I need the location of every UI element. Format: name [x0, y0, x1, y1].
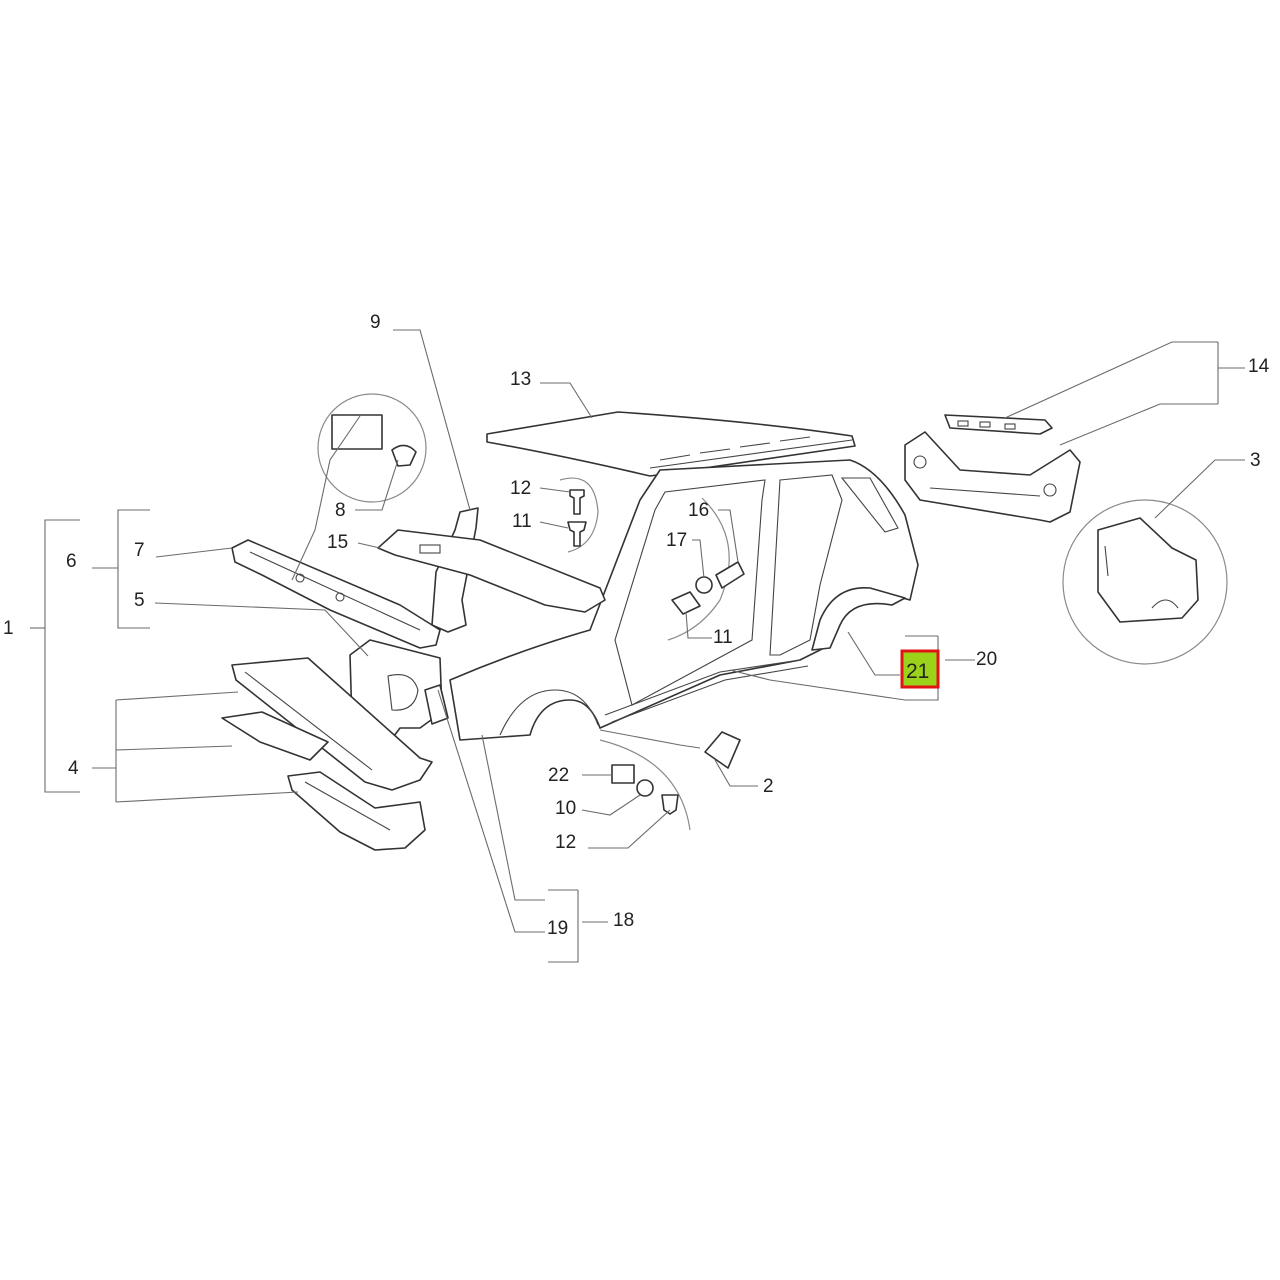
callout-18[interactable]: 18 — [613, 910, 634, 931]
callout-6[interactable]: 6 — [66, 551, 77, 572]
callout-labels: 1 2 3 4 5 6 7 8 9 10 11 11 12 12 13 14 1… — [3, 312, 1270, 939]
roof-panel — [486, 411, 856, 477]
callout-16[interactable]: 16 — [688, 500, 709, 521]
callout-7[interactable]: 7 — [134, 540, 145, 561]
rear-panel — [904, 431, 1081, 523]
callout-5[interactable]: 5 — [134, 590, 145, 611]
callout-3[interactable]: 3 — [1250, 450, 1261, 471]
corner-bracket — [424, 684, 449, 725]
callout-11-middle[interactable]: 11 — [713, 627, 733, 648]
callout-21[interactable]: 21 — [906, 660, 929, 683]
callout-2[interactable]: 2 — [763, 776, 774, 797]
leader-lines — [30, 329, 1245, 963]
callout-17[interactable]: 17 — [666, 530, 687, 551]
callout-12-lower[interactable]: 12 — [555, 832, 576, 853]
callout-1[interactable]: 1 — [3, 618, 14, 639]
side-member-upper — [231, 657, 433, 791]
callout-10[interactable]: 10 — [555, 798, 576, 819]
callout-4[interactable]: 4 — [68, 758, 79, 779]
detail-view-8 — [317, 393, 427, 503]
callout-13[interactable]: 13 — [510, 369, 531, 390]
callout-22[interactable]: 22 — [548, 765, 569, 786]
callout-15[interactable]: 15 — [327, 532, 348, 553]
detail-view-hinge-hardware — [667, 497, 745, 641]
callout-12-upper[interactable]: 12 — [510, 478, 531, 499]
detail-view-3 — [1062, 499, 1228, 665]
sill-bracket — [704, 731, 741, 769]
callout-14[interactable]: 14 — [1248, 356, 1270, 377]
callout-9[interactable]: 9 — [370, 312, 381, 333]
rear-panel-upper-rail — [944, 414, 1053, 435]
side-member-lower — [287, 771, 426, 851]
callout-8[interactable]: 8 — [335, 500, 346, 521]
detail-view-bolts-lower — [599, 739, 691, 831]
wheel-arch-reinforcement — [811, 587, 906, 651]
side-member-middle — [221, 711, 329, 761]
dash-crossmember — [377, 529, 606, 613]
callout-11-upper[interactable]: 11 — [512, 511, 532, 532]
callout-19[interactable]: 19 — [547, 918, 568, 939]
callout-20[interactable]: 20 — [976, 649, 997, 670]
callout-21-highlight[interactable] — [900, 649, 940, 689]
front-upper-crossmember — [231, 539, 441, 649]
detail-view-bolts-upper — [559, 477, 599, 553]
